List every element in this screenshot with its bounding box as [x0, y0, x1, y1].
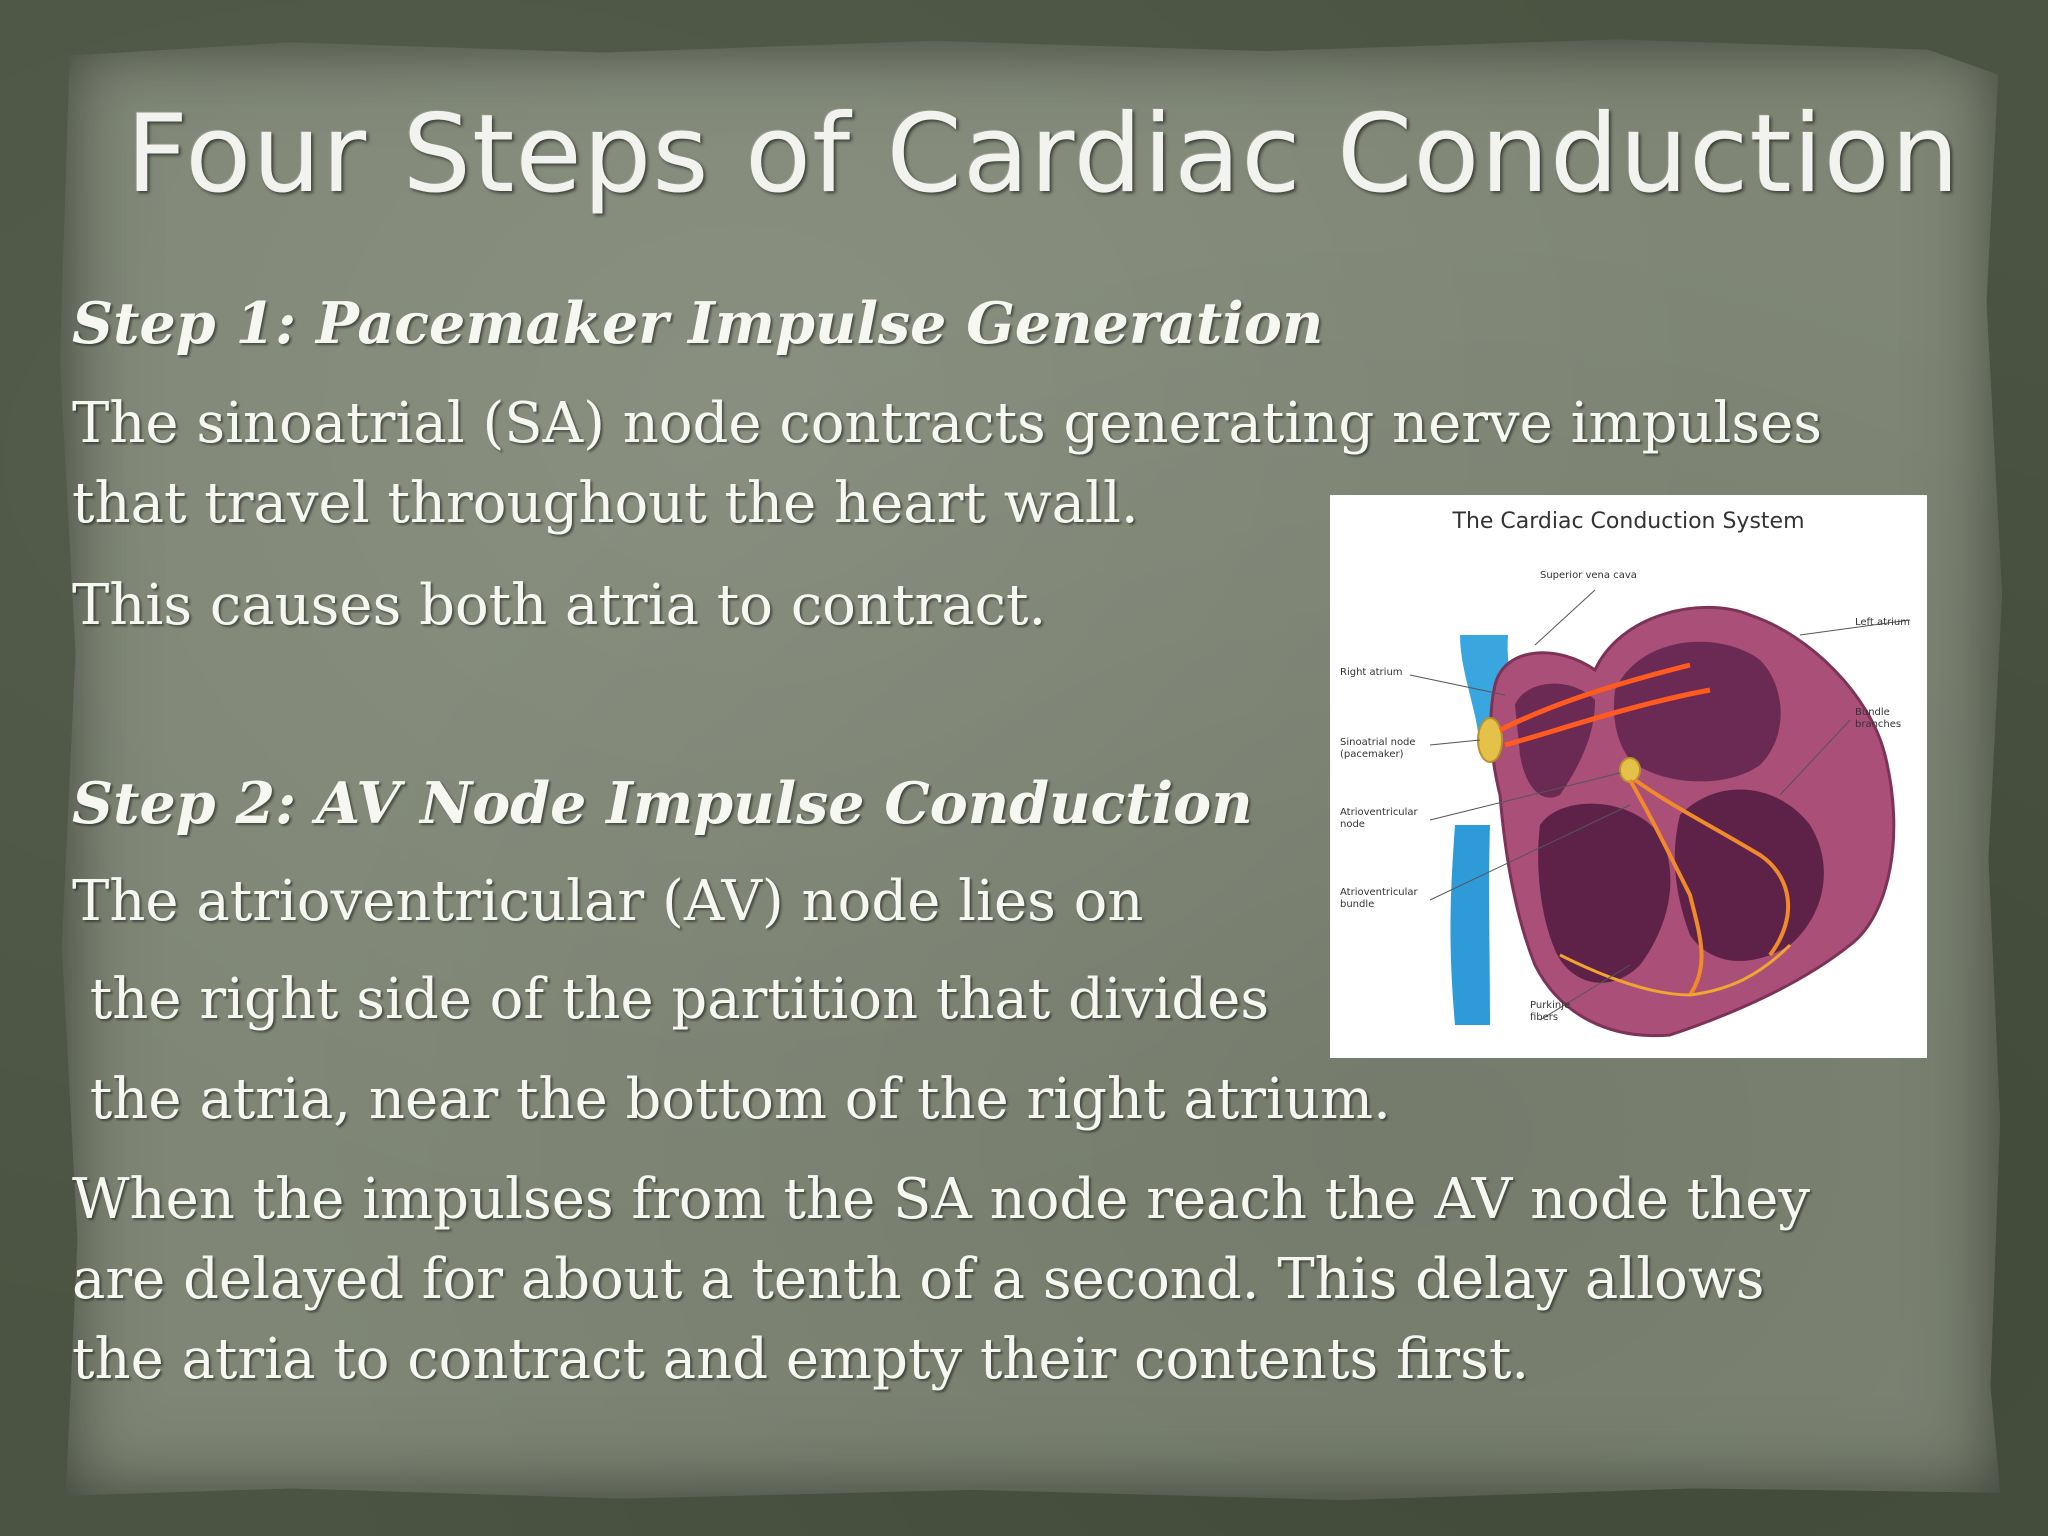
label-left-atrium: Left atrium: [1855, 617, 1911, 628]
label-av-bundle: Atrioventricular bundle: [1340, 887, 1418, 910]
step2-line1: The atrioventricular (AV) node lies on: [72, 869, 1144, 934]
slide-title: Four Steps of Cardiac Conduction: [126, 92, 1961, 217]
step2-line5: are delayed for about a tenth of a secon…: [72, 1247, 1765, 1312]
step1-line2: that travel throughout the heart wall.: [72, 471, 1139, 536]
step2-line6: the atria to contract and empty their co…: [72, 1327, 1530, 1392]
figure-title: The Cardiac Conduction System: [1452, 509, 1805, 534]
step1-heading: Step 1: Pacemaker Impulse Generation: [72, 290, 1324, 357]
step2-line3: the atria, near the bottom of the right …: [72, 1067, 1391, 1132]
step2-heading: Step 2: AV Node Impulse Conduction: [72, 770, 1253, 837]
label-bundle-branches: Bundle branches: [1855, 707, 1902, 730]
label-superior-vena-cava: Superior vena cava: [1540, 570, 1637, 581]
label-av-node: Atrioventricular node: [1340, 807, 1418, 830]
step1-line1: The sinoatrial (SA) node contracts gener…: [72, 391, 1823, 456]
step2-line4: When the impulses from the SA node reach…: [72, 1167, 1811, 1232]
step1-line3: This causes both atria to contract.: [72, 573, 1047, 638]
cardiac-conduction-figure: The Cardiac Conduction System Superior v…: [1330, 495, 1927, 1058]
step2-line2: the right side of the partition that div…: [72, 967, 1270, 1032]
heart-diagram: [1409, 589, 1911, 1038]
label-purkinje-fibers: Purkinje fibers: [1530, 1000, 1571, 1023]
label-sinoatrial-node: Sinoatrial node (pacemaker): [1340, 737, 1416, 760]
label-right-atrium: Right atrium: [1340, 667, 1403, 678]
